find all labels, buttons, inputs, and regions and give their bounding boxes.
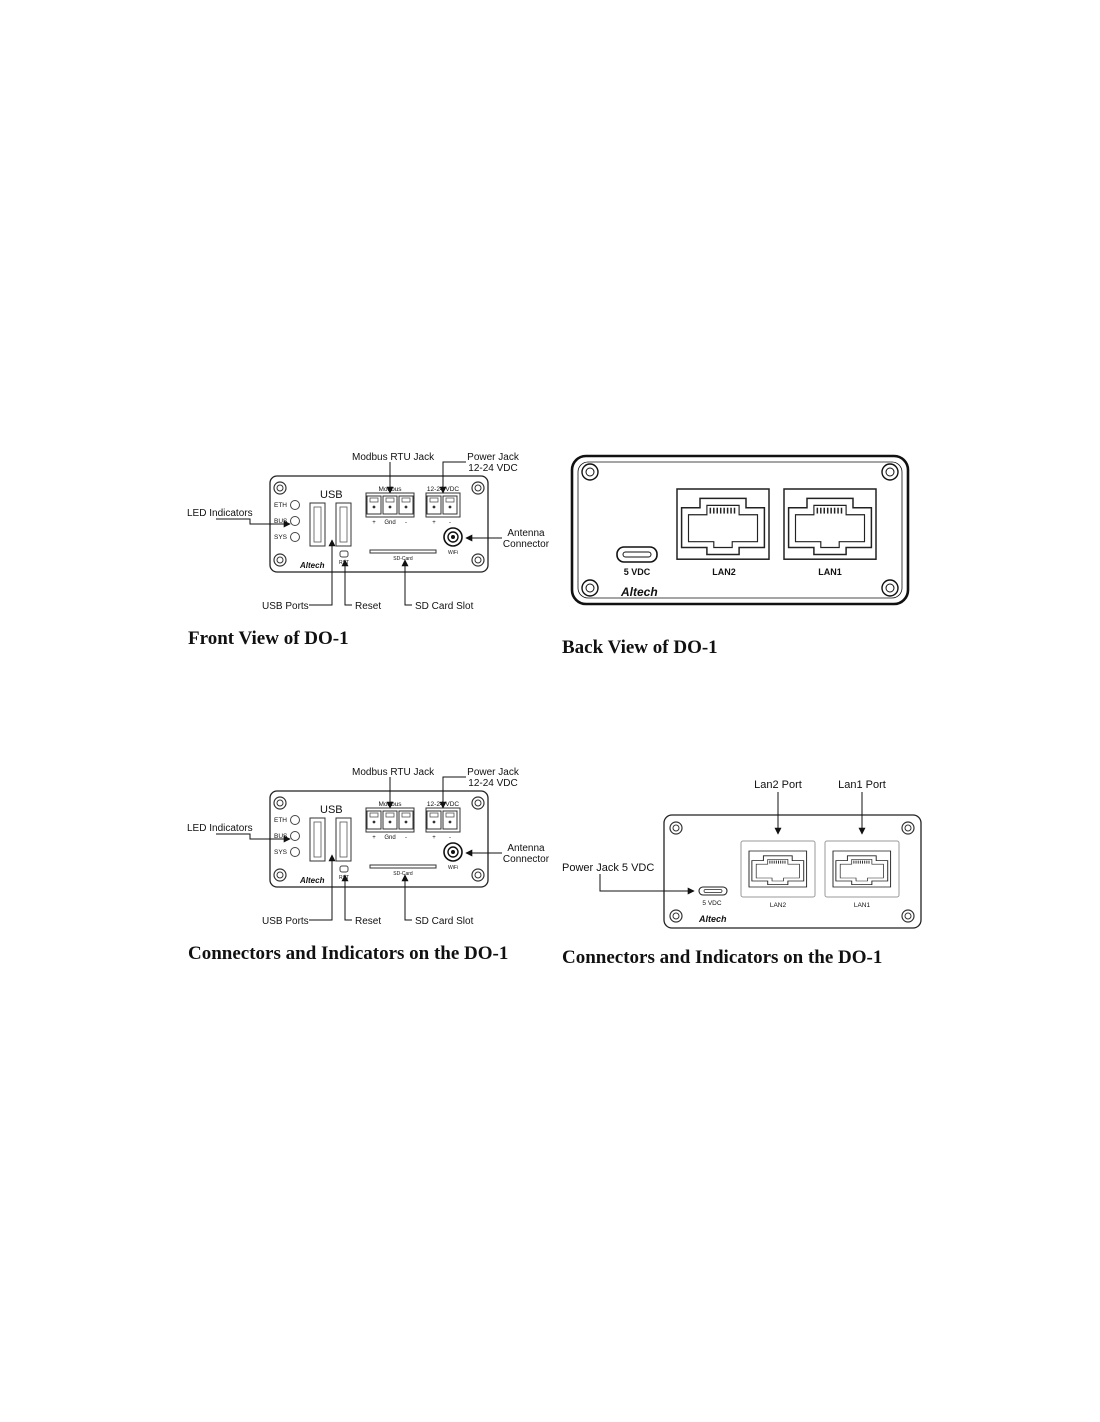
callout-antenna: Antenna xyxy=(507,843,545,854)
power-pin-minus: - xyxy=(449,520,451,526)
small-5vdc-label: 5 VDC xyxy=(702,900,721,907)
caption-back-view: Back View of DO-1 xyxy=(562,637,718,658)
back-screws xyxy=(581,463,899,597)
back-lan2-label: LAN2 xyxy=(712,567,736,577)
led-eth-label: ETH xyxy=(274,817,287,824)
altech-logo: Altech xyxy=(299,876,325,885)
small-power-jack xyxy=(698,886,728,896)
usb-label: USB xyxy=(320,804,343,816)
power-jack-5vdc xyxy=(616,546,658,563)
small-lan2-label: LAN2 xyxy=(770,902,787,909)
callout-sd-card-slot: SD Card Slot xyxy=(415,916,474,927)
back-5vdc-label: 5 VDC xyxy=(624,567,651,577)
modbus-pin-gnd: Gnd xyxy=(384,520,395,526)
callout-power-jack: Power Jack xyxy=(467,767,520,778)
modbus-pin-gnd: Gnd xyxy=(384,835,395,841)
small-lan2-port xyxy=(740,840,816,898)
back-view-small: 5 VDC LAN2 LAN1 Altech Lan2 Port Lan1 Po… xyxy=(562,779,922,929)
front-panel: USB Modbus + Gnd - 12-24 VDC + - ETH BUS… xyxy=(270,476,488,572)
rst-label: RST xyxy=(339,875,349,881)
front-panel-copy: USB Modbus + Gnd - 12-24 VDC + - ETH BUS… xyxy=(270,791,488,887)
callout-lan1-port: Lan1 Port xyxy=(838,779,886,791)
callout-led-indicators: LED Indicators xyxy=(187,823,253,834)
modbus-pin-minus: - xyxy=(405,835,407,841)
power-pin-minus: - xyxy=(449,835,451,841)
led-sys-label: SYS xyxy=(274,534,288,541)
callout-power-jack: Power Jack xyxy=(467,452,520,463)
led-bus-label: BUS xyxy=(274,833,288,840)
front-view-top: USB Modbus + Gnd - 12-24 VDC + - ETH BUS… xyxy=(187,452,550,612)
callout-antenna-connector: Connector xyxy=(503,854,550,865)
led-sys-label: SYS xyxy=(274,849,288,856)
rst-label: RST xyxy=(339,560,349,566)
small-altech-logo: Altech xyxy=(698,914,727,924)
back-lan1-label: LAN1 xyxy=(818,567,842,577)
power-pin-plus: + xyxy=(432,835,436,841)
small-lan1-label: LAN1 xyxy=(854,902,871,909)
lan2-port xyxy=(676,488,770,560)
caption-connectors-right: Connectors and Indicators on the DO-1 xyxy=(562,947,883,968)
callout-sd-card-slot: SD Card Slot xyxy=(415,601,474,612)
modbus-pin-plus: + xyxy=(372,835,376,841)
callout-power-jack-voltage: 12-24 VDC xyxy=(468,463,517,474)
callout-reset: Reset xyxy=(355,916,381,927)
callout-power-jack-voltage: 12-24 VDC xyxy=(468,778,517,789)
callout-antenna: Antenna xyxy=(507,528,545,539)
callout-lan2-port: Lan2 Port xyxy=(754,779,802,791)
modbus-pin-minus: - xyxy=(405,520,407,526)
callout-reset: Reset xyxy=(355,601,381,612)
wifi-label: WiFi xyxy=(448,865,458,871)
led-bus-label: BUS xyxy=(274,518,288,525)
modbus-pin-plus: + xyxy=(372,520,376,526)
sd-card-label: SD-Card xyxy=(393,556,413,562)
lan1-port xyxy=(783,488,877,560)
callout-usb-ports: USB Ports xyxy=(262,601,309,612)
back-altech-logo: Altech xyxy=(620,585,658,599)
wifi-label: WiFi xyxy=(448,550,458,556)
usb-label: USB xyxy=(320,489,343,501)
power-pin-plus: + xyxy=(432,520,436,526)
altech-logo: Altech xyxy=(299,561,325,570)
callout-power-jack-5vdc: Power Jack 5 VDC xyxy=(562,862,654,874)
callout-usb-ports: USB Ports xyxy=(262,916,309,927)
callout-led-indicators: LED Indicators xyxy=(187,508,253,519)
caption-connectors-left: Connectors and Indicators on the DO-1 xyxy=(188,943,509,964)
callout-modbus-rtu-jack: Modbus RTU Jack xyxy=(352,452,435,463)
back-view-large: 5 VDC LAN2 LAN1 Altech xyxy=(570,454,910,606)
small-lan1-port xyxy=(824,840,900,898)
sd-card-label: SD-Card xyxy=(393,871,413,877)
caption-front-view: Front View of DO-1 xyxy=(188,628,349,649)
front-view-bottom: USB Modbus + Gnd - 12-24 VDC + - ETH BUS… xyxy=(187,767,550,927)
callout-antenna-connector: Connector xyxy=(503,539,550,550)
callout-modbus-rtu-jack: Modbus RTU Jack xyxy=(352,767,435,778)
led-eth-label: ETH xyxy=(274,502,287,509)
